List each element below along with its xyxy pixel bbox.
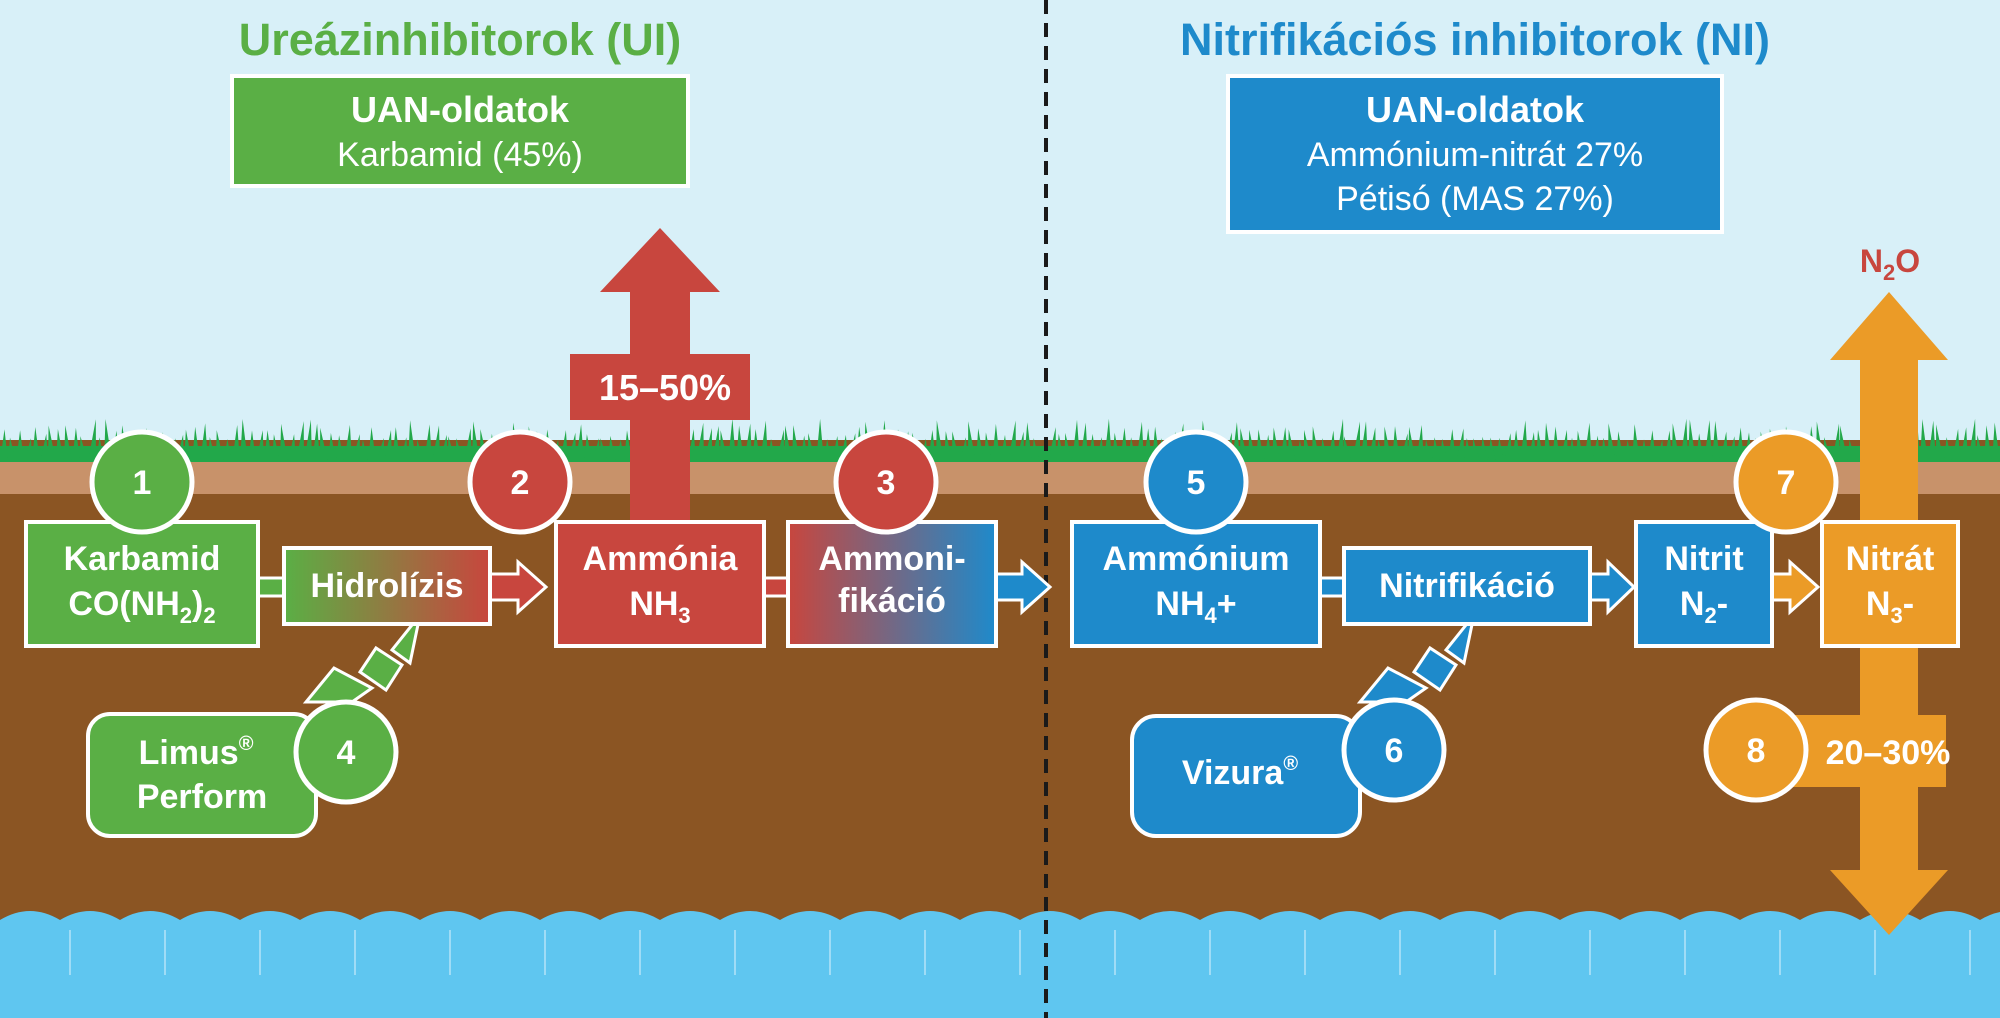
ammonia-box: Ammónia NH3 [554, 520, 766, 648]
nitrat-label: Nitrát [1846, 540, 1935, 578]
svg-text:5: 5 [1187, 464, 1206, 502]
nitrit-formula: N2- [1680, 585, 1728, 628]
perform-label: Perform [137, 778, 267, 816]
svg-text:3: 3 [877, 464, 896, 502]
karbamid-formula: CO(NH2)2 [68, 585, 215, 628]
nitrit-label: Nitrit [1664, 540, 1743, 578]
ni-title: Nitrifikációs inhibitorok (NI) [1180, 14, 1770, 65]
ni-source-line2: Ammónium-nitrát 27% [1307, 136, 1643, 174]
groundwater [0, 911, 2000, 1018]
nitrification-inhibition-arrow [1356, 614, 1476, 704]
ni-source-line1: UAN-oldatok [1366, 89, 1585, 130]
step-2: 2 [467, 429, 573, 535]
ammonifikacio-line1: Ammoni- [818, 540, 965, 578]
arrow-hydrolysis-to-ammonia [488, 558, 549, 616]
hidrolizis-label: Hidrolízis [310, 567, 463, 605]
nitrat-formula: N3- [1866, 585, 1914, 628]
arrow-nitrite-to-nitrate [1770, 558, 1821, 616]
nitrit-box: Nitrit N2- [1634, 520, 1774, 648]
vizura-box: Vizura® [1130, 714, 1362, 838]
nitrifikacio-label: Nitrifikáció [1379, 567, 1555, 605]
flow-arrows [488, 558, 1821, 616]
arrow-nitrification-to-nitrite [1588, 558, 1637, 616]
volatilization-percent: 15–50% [599, 367, 731, 408]
groundwater-lines [69, 930, 1971, 975]
nitrifikacio-box: Nitrifikáció [1342, 546, 1592, 626]
karbamid-box: Karbamid CO(NH2)2 [24, 520, 260, 648]
limus-label: Limus® [139, 733, 254, 772]
step-8: 8 [1703, 697, 1809, 803]
vizura-label: Vizura® [1182, 753, 1298, 792]
soil [0, 440, 2000, 940]
svg-text:4: 4 [337, 734, 356, 772]
topsoil-band [0, 460, 2000, 494]
svg-text:1: 1 [133, 464, 152, 502]
nitrat-box: Nitrát N3- [1820, 520, 1960, 648]
svg-text:7: 7 [1777, 464, 1796, 502]
ui-source-line2: Karbamid (45%) [337, 136, 583, 174]
step-7: 7 [1733, 429, 1839, 535]
hidrolizis-box: Hidrolízis [282, 546, 492, 626]
svg-text:8: 8 [1747, 732, 1766, 770]
ammonia-volatilization-arrow: 15–50% [570, 228, 750, 520]
ammonia-formula: NH3 [629, 585, 690, 628]
ni-source-line3: Pétisó (MAS 27%) [1336, 180, 1614, 218]
ammonifikacio-line2: fikáció [838, 582, 946, 620]
svg-text:2: 2 [511, 464, 530, 502]
step-1: 1 [89, 429, 195, 535]
ammonium-formula: NH4+ [1155, 585, 1236, 628]
ammonia-label: Ammónia [583, 540, 739, 578]
step-3: 3 [833, 429, 939, 535]
ammonifikacio-box: Ammoni- fikáció [786, 520, 998, 648]
limus-perform-box: Limus® Perform [86, 712, 318, 838]
urease-inhibition-arrow [302, 614, 422, 704]
ammonium-box: Ammónium NH4+ [1070, 520, 1322, 648]
n2o-label: N2O [1860, 243, 1920, 285]
svg-text:6: 6 [1385, 732, 1404, 770]
arrow-ammonification-to-ammonium [994, 558, 1053, 616]
ui-source-box: UAN-oldatok Karbamid (45%) [230, 74, 690, 188]
ni-source-box: UAN-oldatok Ammónium-nitrát 27% Pétisó (… [1226, 74, 1724, 234]
leaching-percent: 20–30% [1826, 734, 1951, 772]
step-6: 6 [1341, 697, 1447, 803]
step-4: 4 [293, 699, 399, 805]
ammonium-label: Ammónium [1103, 540, 1290, 578]
ui-title: Ureázinhibitorok (UI) [239, 14, 682, 65]
step-5: 5 [1143, 429, 1249, 535]
ui-source-line1: UAN-oldatok [351, 89, 570, 130]
karbamid-label: Karbamid [64, 540, 221, 578]
